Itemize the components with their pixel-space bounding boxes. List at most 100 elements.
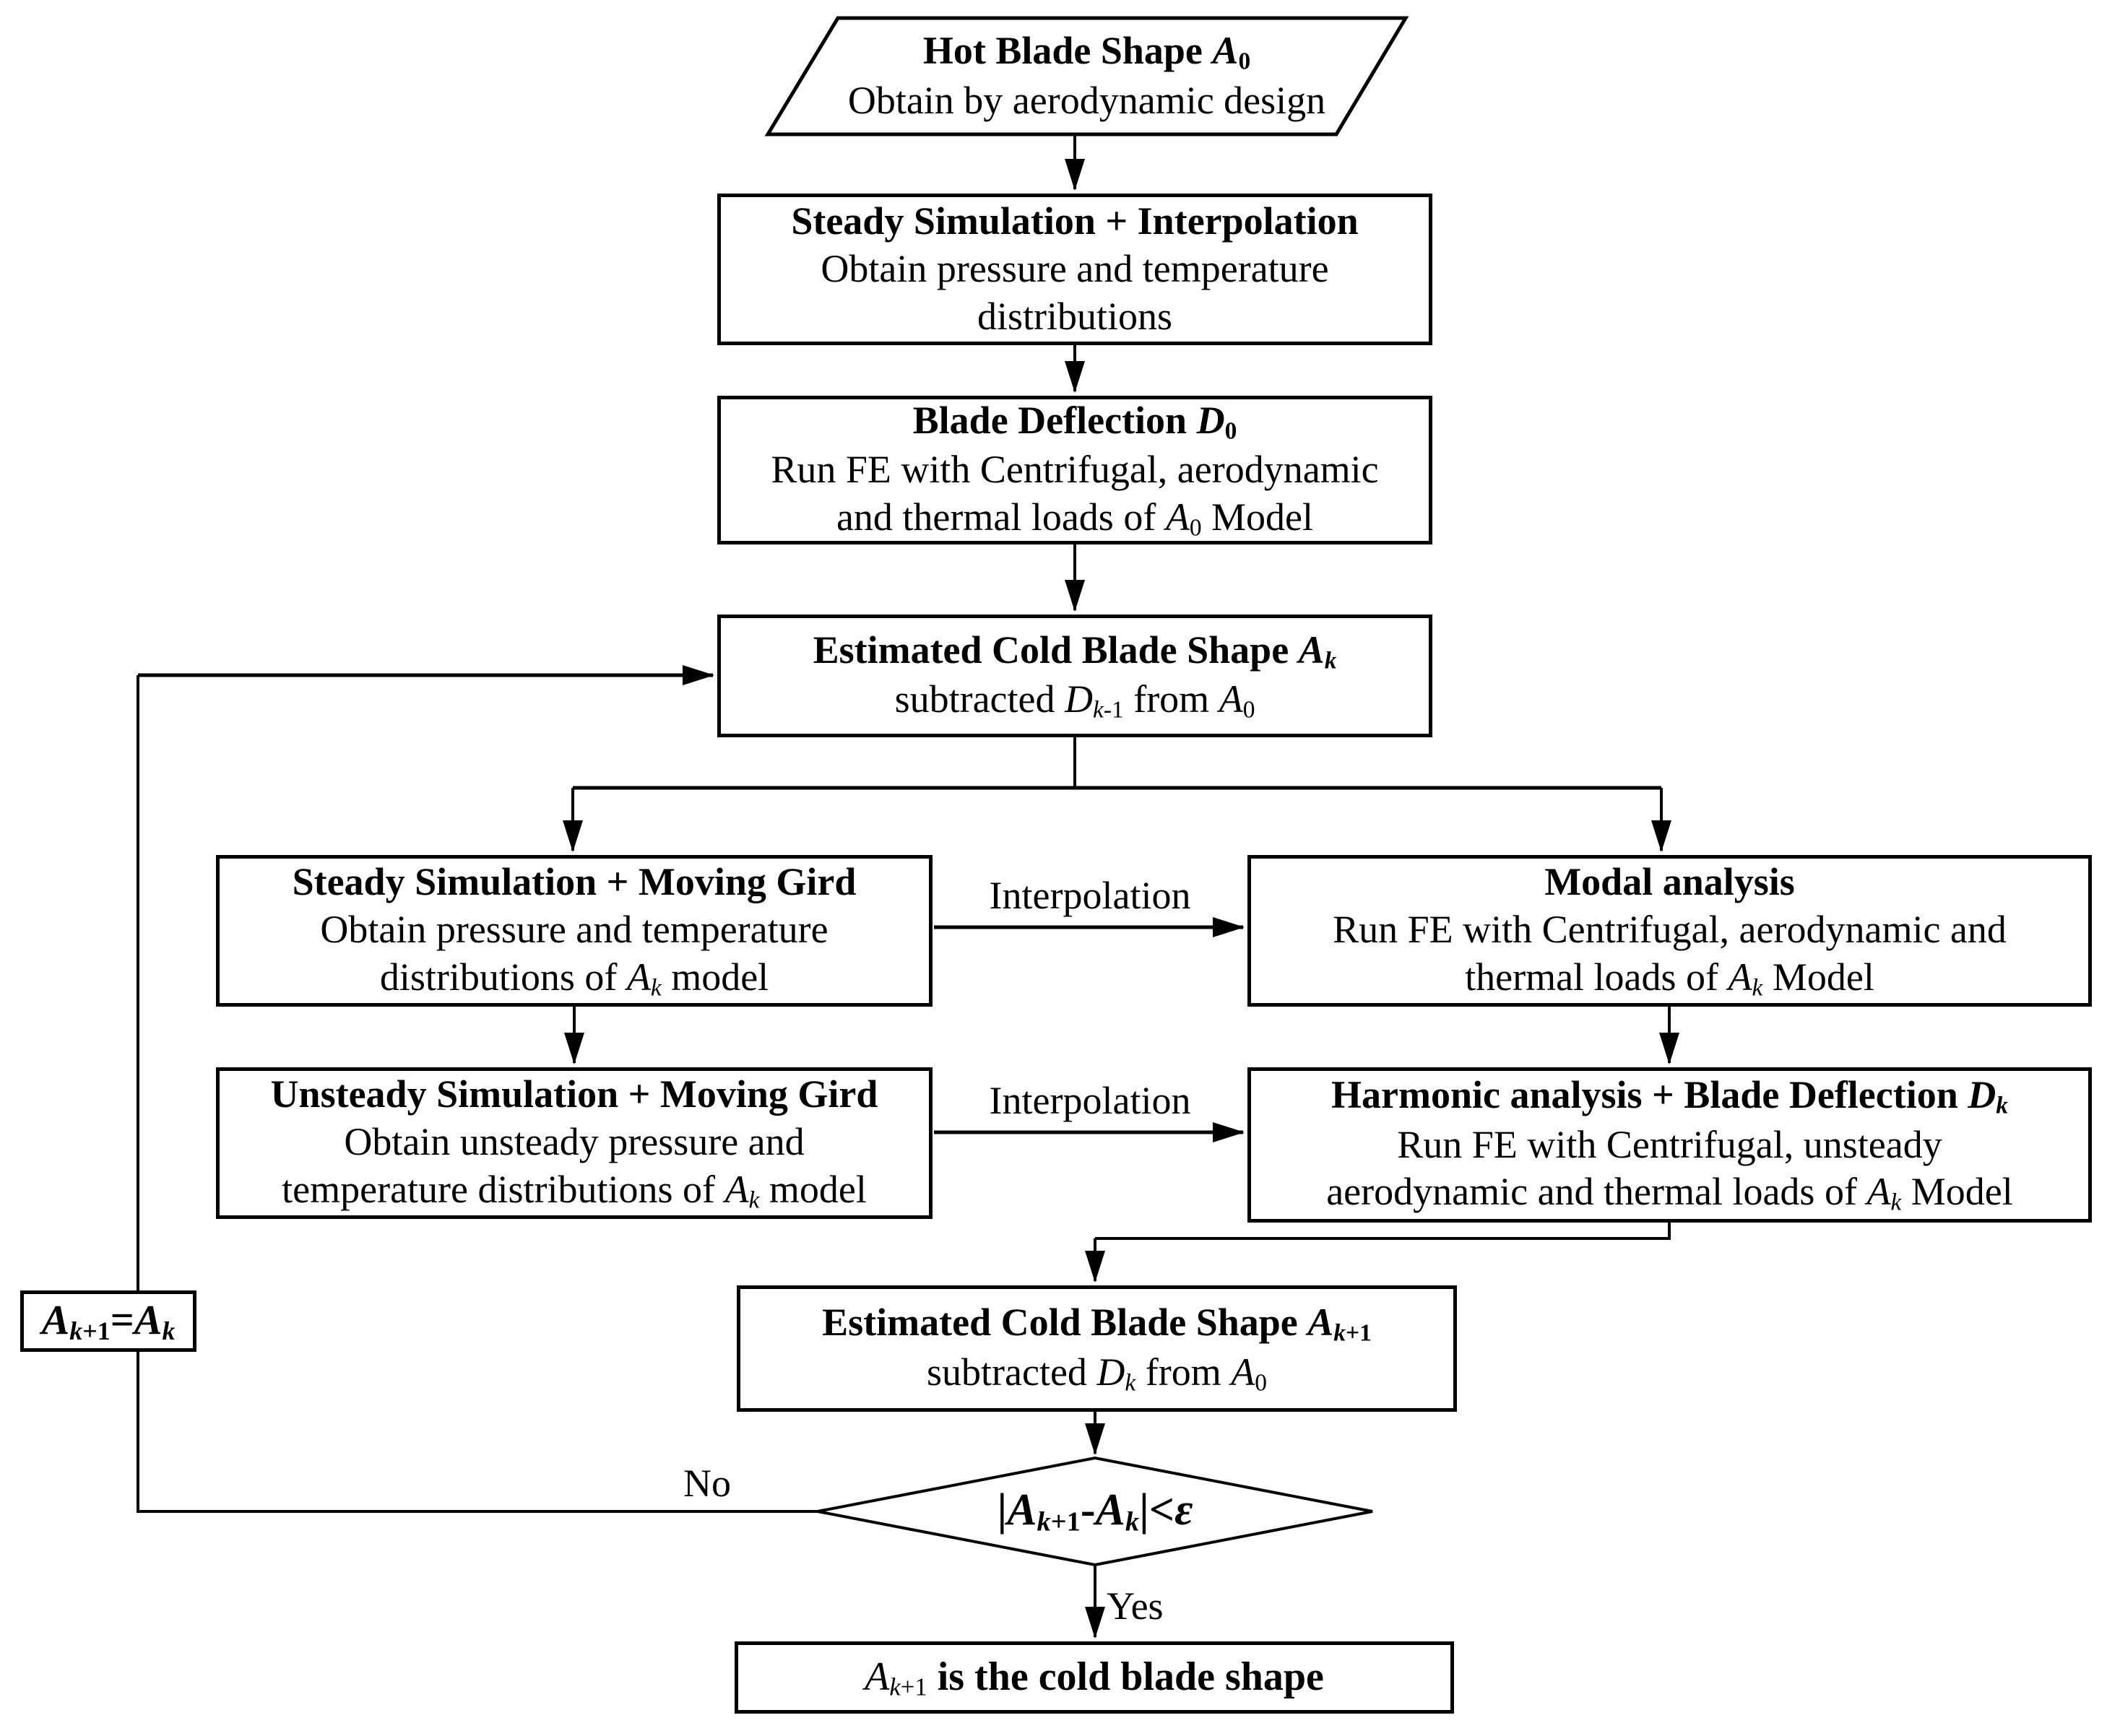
node-body-line: thermal loads of Ak Model xyxy=(1465,954,1874,1003)
text-segment: Unsteady Simulation + Moving Gird xyxy=(270,1072,878,1116)
text-segment: A xyxy=(1728,955,1752,999)
text-segment: D xyxy=(1096,1350,1125,1394)
text-segment: Estimated Cold Blade Shape xyxy=(813,628,1299,672)
text-segment: +1 xyxy=(82,1316,111,1346)
text-segment: A xyxy=(1231,1350,1255,1394)
text-segment: Harmonic analysis + Blade Deflection xyxy=(1331,1073,1968,1117)
text-segment: subtracted xyxy=(894,677,1065,721)
text-segment: A xyxy=(1298,628,1325,672)
text-segment: 0 xyxy=(1238,48,1251,75)
node-estimated-cold-blade-shape-ak: Estimated Cold Blade Shape Ak subtracted… xyxy=(717,615,1432,737)
line-no-loop xyxy=(137,675,818,1513)
text-segment: Obtain by aerodynamic design xyxy=(847,78,1326,122)
text-segment: Estimated Cold Blade Shape xyxy=(822,1301,1308,1345)
edge-label-interpolation-top: Interpolation xyxy=(989,874,1191,917)
node-body-line: aerodynamic and thermal loads of Ak Mode… xyxy=(1326,1168,2013,1218)
node-start-title: Hot Blade Shape A0 xyxy=(923,27,1250,77)
text-segment: Modal analysis xyxy=(1544,860,1795,904)
text-segment: k xyxy=(1752,974,1763,1002)
text-segment: A xyxy=(1095,1485,1125,1535)
text-segment: distributions xyxy=(977,294,1173,338)
node-modal-analysis: Modal analysis Run FE with Centrifugal, … xyxy=(1247,855,2092,1007)
text-segment: k xyxy=(69,1316,83,1346)
node-body-line: Obtain pressure and temperature xyxy=(821,246,1328,293)
text-segment: Model xyxy=(1762,955,1874,999)
node-decision-condition: |Ak+1-Ak|<ε xyxy=(818,1458,1372,1565)
text-segment: subtracted xyxy=(927,1350,1097,1394)
text-segment: - xyxy=(1080,1485,1096,1535)
text-segment: 0 xyxy=(1255,1368,1267,1396)
node-body-line: Obtain pressure and temperature xyxy=(320,906,828,954)
node-start-body: Obtain by aerodynamic design xyxy=(848,77,1325,125)
edge-label-interpolation-bottom: Interpolation xyxy=(989,1079,1191,1122)
text-segment: A xyxy=(1219,677,1243,721)
start-parallelogram xyxy=(764,16,1409,136)
text-segment: A xyxy=(724,1167,749,1211)
decision-diamond xyxy=(817,1456,1373,1567)
text-segment: aerodynamic and thermal loads of xyxy=(1326,1170,1867,1214)
node-body-line: distributions of Ak model xyxy=(380,954,769,1003)
text-segment: from xyxy=(1135,1350,1232,1394)
node-title: Unsteady Simulation + Moving Gird xyxy=(271,1071,878,1119)
text-segment: distributions of xyxy=(379,955,627,999)
node-title: Steady Simulation + Moving Gird xyxy=(293,859,857,906)
text-segment: D xyxy=(1968,1073,1996,1117)
edge-label-no: No xyxy=(683,1462,731,1505)
node-body-line: distributions xyxy=(977,293,1172,341)
node-title: Modal analysis xyxy=(1544,859,1795,906)
node-title: Estimated Cold Blade Shape Ak xyxy=(813,627,1337,676)
text-segment: A xyxy=(1212,29,1239,73)
text-segment: +1 xyxy=(900,1672,927,1701)
node-body-line: Run FE with Centrifugal, unsteady xyxy=(1397,1121,1942,1169)
text-segment: Run FE with Centrifugal, aerodynamic xyxy=(771,448,1379,492)
node-title: Steady Simulation + Interpolation xyxy=(791,198,1358,246)
text-segment: +1 xyxy=(1346,1319,1372,1347)
text-segment: | xyxy=(997,1485,1008,1535)
text-segment: ε xyxy=(1174,1485,1193,1535)
text-segment: Obtain pressure and temperature xyxy=(320,907,828,951)
node-title: Blade Deflection D0 xyxy=(913,397,1237,446)
final-statement: Ak+1 is the cold blade shape xyxy=(865,1652,1324,1703)
text-segment: k xyxy=(650,974,662,1002)
text-segment: Steady Simulation + Moving Gird xyxy=(292,860,857,904)
text-segment: A xyxy=(626,955,651,999)
decision-expression: |Ak+1-Ak|<ε xyxy=(998,1483,1193,1539)
node-unsteady-simulation-moving-gird: Unsteady Simulation + Moving Gird Obtain… xyxy=(216,1067,933,1219)
text-segment: k xyxy=(162,1316,176,1346)
text-segment: 0 xyxy=(1242,696,1255,724)
node-body-line: Run FE with Centrifugal, aerodynamic and xyxy=(1333,906,2007,954)
text-segment: Model xyxy=(1201,495,1314,539)
text-segment: A xyxy=(1165,495,1190,539)
edge-label-yes: Yes xyxy=(1107,1584,1164,1628)
node-steady-simulation-moving-gird: Steady Simulation + Moving Gird Obtain p… xyxy=(216,855,933,1007)
text-segment: |< xyxy=(1139,1485,1175,1535)
line-harmonic-out xyxy=(1095,1223,1671,1240)
node-final-cold-blade-shape: Ak+1 is the cold blade shape xyxy=(735,1641,1454,1714)
text-segment: Run FE with Centrifugal, unsteady xyxy=(1397,1122,1942,1166)
node-body-line: and thermal loads of A0 Model xyxy=(836,494,1313,543)
text-segment: Model xyxy=(1901,1170,2013,1214)
node-body-line: subtracted Dk-1 from A0 xyxy=(895,676,1255,725)
text-segment: A xyxy=(865,1654,890,1700)
text-segment: 0 xyxy=(1189,514,1202,542)
text-segment: k xyxy=(1324,647,1337,674)
node-body-line: temperature distributions of Ak model xyxy=(282,1166,867,1215)
text-segment: A xyxy=(1007,1485,1037,1535)
text-segment: k xyxy=(1996,1092,2008,1119)
text-segment: Obtain pressure and temperature xyxy=(821,247,1329,291)
node-body-line: Run FE with Centrifugal, aerodynamic xyxy=(771,446,1378,494)
text-segment: k xyxy=(889,1672,901,1701)
node-title: Estimated Cold Blade Shape Ak+1 xyxy=(822,1299,1372,1348)
text-segment: A xyxy=(1307,1301,1334,1345)
text-segment: = xyxy=(110,1296,134,1344)
node-harmonic-analysis-blade-deflection-dk: Harmonic analysis + Blade Deflection Dk … xyxy=(1247,1067,2092,1223)
text-segment: 0 xyxy=(1224,417,1237,445)
text-segment: +1 xyxy=(1050,1506,1081,1537)
node-start: Hot Blade Shape A0 Obtain by aerodynamic… xyxy=(768,18,1406,134)
text-segment: Hot Blade Shape xyxy=(922,29,1213,73)
text-segment: Steady Simulation + Interpolation xyxy=(791,199,1359,243)
text-segment: k xyxy=(1037,1506,1051,1537)
text-segment: model xyxy=(759,1167,867,1211)
